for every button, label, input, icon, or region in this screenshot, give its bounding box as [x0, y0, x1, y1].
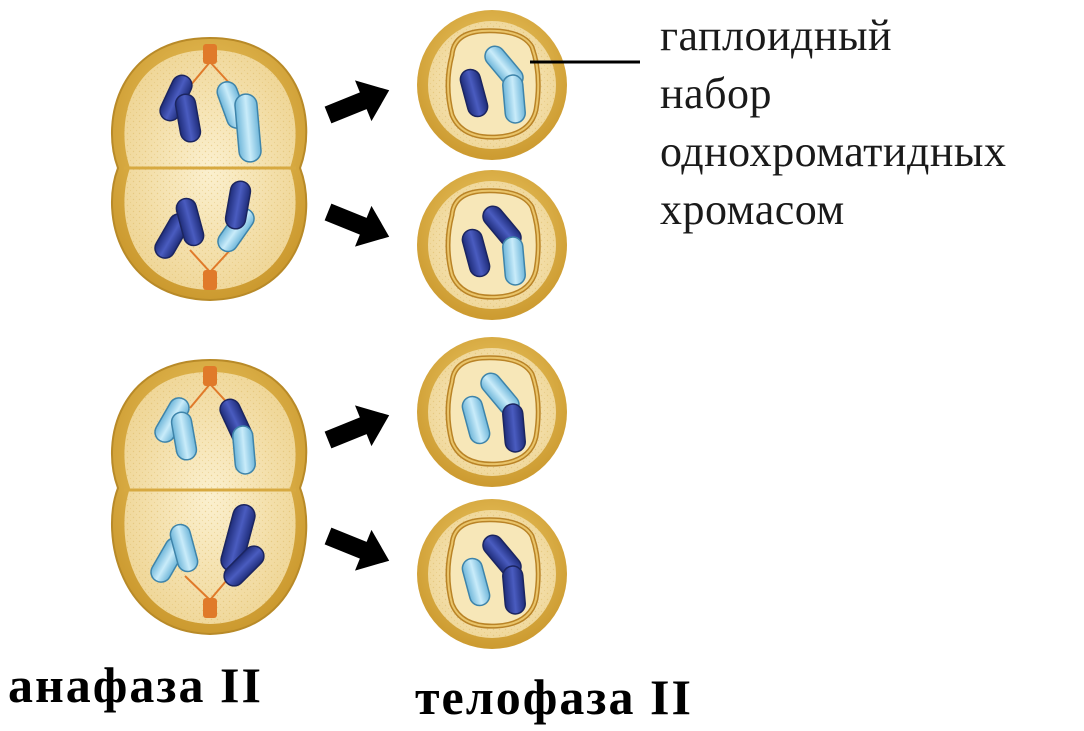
telophase-cell-3	[417, 337, 567, 487]
telophase-cell-1	[417, 10, 567, 160]
annotation-line-3: однохроматидных	[660, 124, 1006, 180]
centriole	[203, 44, 217, 64]
arrow-icon	[320, 192, 398, 258]
arrow-icon	[320, 70, 398, 136]
annotation-line-4: хромасом	[660, 182, 845, 238]
telophase-cell-2	[417, 170, 567, 320]
annotation-line-2: набор	[660, 66, 772, 122]
arrow-icon	[320, 395, 398, 461]
chromosome-dark	[502, 565, 526, 615]
chromosome-light	[232, 425, 256, 475]
annotation-line-1: гаплоидный	[660, 8, 892, 64]
chromosome-dark	[502, 403, 526, 453]
anaphase-cell-2	[112, 360, 306, 634]
chromosome-light	[502, 236, 526, 286]
centriole	[203, 598, 217, 618]
chromosome-light	[502, 74, 526, 124]
label-telophase: телофаза II	[415, 668, 693, 726]
telophase-cell-4	[417, 499, 567, 649]
arrow-icon	[320, 516, 398, 582]
label-anaphase: анафаза II	[8, 656, 263, 714]
centriole	[203, 270, 217, 290]
anaphase-cell-1	[112, 38, 306, 300]
centriole	[203, 366, 217, 386]
